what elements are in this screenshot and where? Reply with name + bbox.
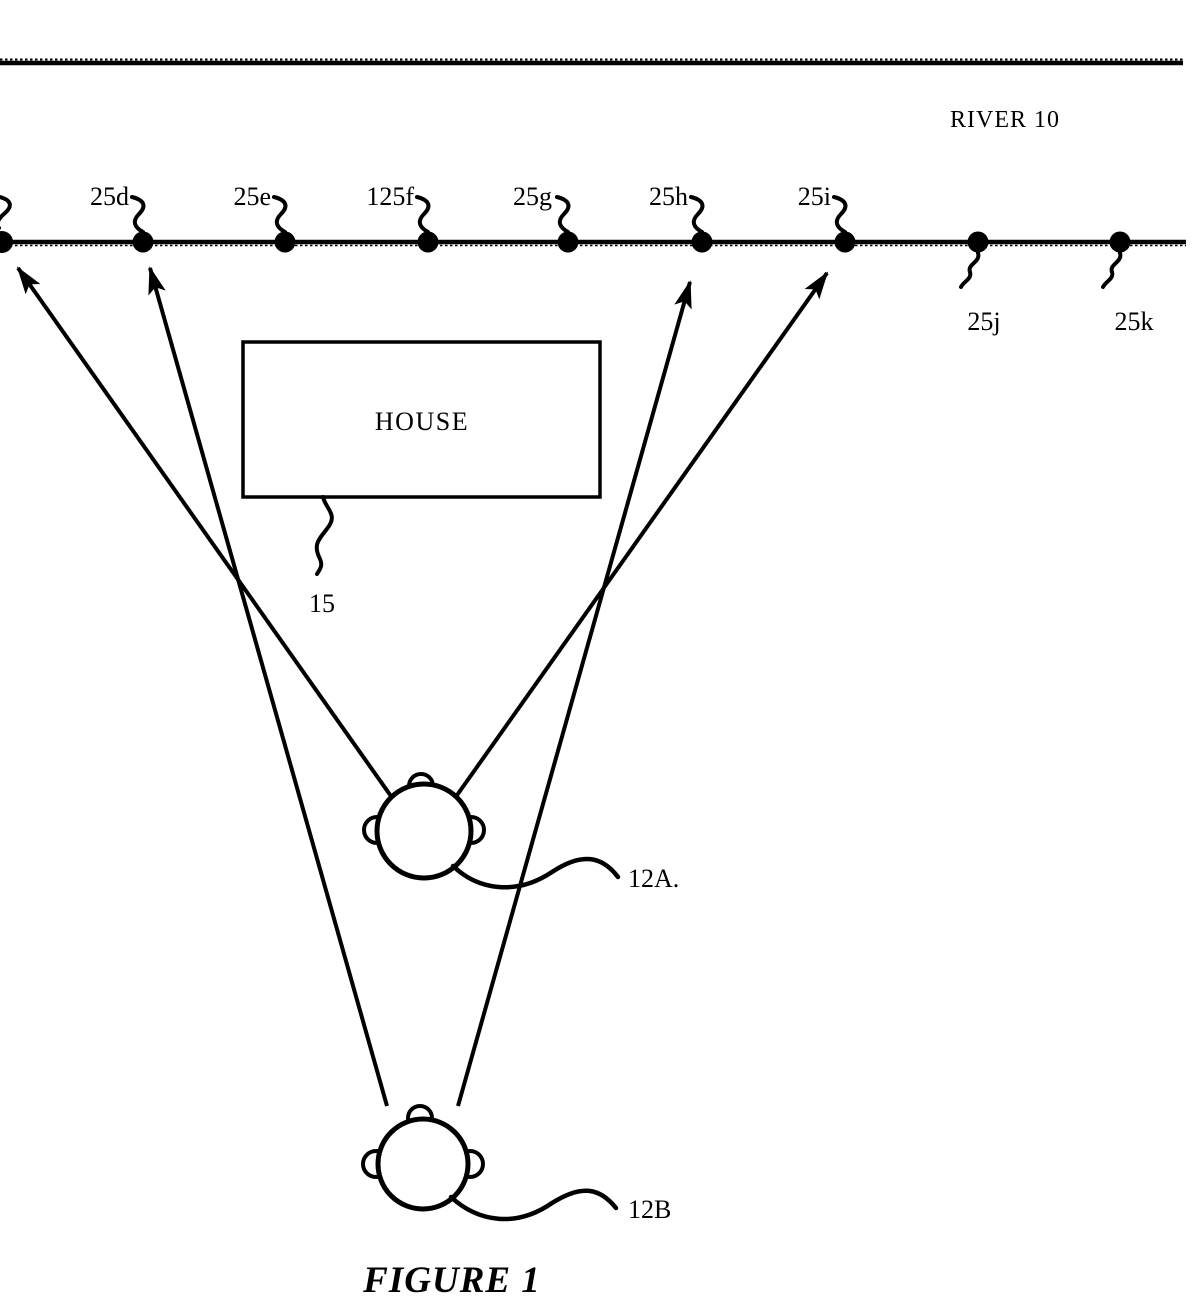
river-dot-25g — [557, 231, 579, 253]
house-ref-label: 15 — [309, 589, 335, 618]
marker-label-25h: 25h — [649, 182, 688, 211]
leader-squiggle-125f — [415, 195, 431, 234]
river-dot-25k — [1109, 231, 1131, 253]
person-b-head-circle — [375, 1116, 471, 1212]
marker-label-25d: 25d — [90, 182, 129, 211]
marker-label-25e: 25e — [233, 182, 271, 211]
marker-label-25j: 25j — [967, 307, 1000, 336]
leader-squiggle-25i — [832, 195, 848, 234]
river-dot-25h — [691, 231, 713, 253]
person-b-label: 12B — [628, 1195, 671, 1224]
river-dot-25i — [834, 231, 856, 253]
person-a-head-circle — [374, 781, 474, 881]
person-a-label: 12A. — [628, 864, 679, 893]
marker-label-25g: 25g — [513, 182, 552, 211]
sight-line-personA-right-arrow — [453, 271, 829, 800]
river-dot-offscreen — [0, 231, 13, 253]
person-b-leader-curve — [448, 1188, 619, 1222]
sight-line-personB-left-arrow — [148, 266, 389, 1107]
house-leader-squiggle — [314, 495, 334, 576]
marker-leader-squiggles — [0, 195, 1123, 289]
leader-squiggle-25k — [1101, 251, 1123, 289]
house-box — [241, 340, 602, 499]
leader-squiggle-25d — [130, 195, 146, 234]
listener-a-head — [362, 772, 486, 881]
river-label: RIVER 10 — [950, 107, 1060, 133]
river-dot-125f — [417, 231, 439, 253]
leader-squiggle-offscreen — [0, 195, 12, 230]
figure-caption: FIGURE 1 — [362, 1260, 541, 1300]
sight-line-personA-left-arrow — [16, 266, 395, 801]
marker-label-25k: 25k — [1115, 307, 1154, 336]
leader-squiggle-25j — [959, 251, 981, 289]
house-label: HOUSE — [375, 407, 469, 436]
river-dot-25j — [967, 231, 989, 253]
person-a-leader-curve — [450, 856, 621, 890]
leader-squiggle-25e — [272, 195, 288, 234]
listener-b-head — [361, 1104, 485, 1212]
marker-label-125f: 125f — [366, 182, 414, 211]
sight-line-personB-right-arrow — [456, 280, 692, 1107]
river-dot-25d — [132, 231, 154, 253]
leader-squiggle-25h — [689, 195, 705, 234]
marker-label-25i: 25i — [798, 182, 831, 211]
leader-squiggle-25g — [555, 195, 571, 234]
river-point-dots — [0, 231, 1131, 253]
river-dot-25e — [274, 231, 296, 253]
